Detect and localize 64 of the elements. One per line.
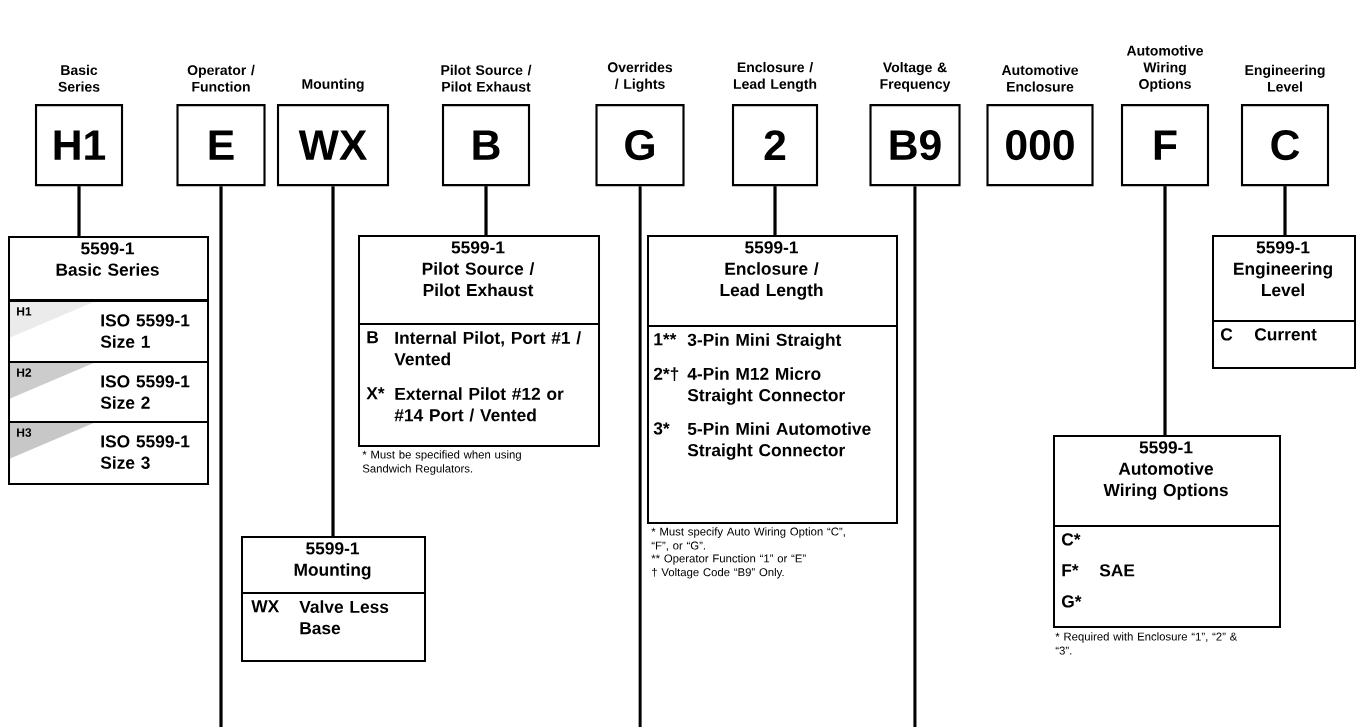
table-heading: 5599-1 Engineering Level (1234, 241, 1332, 297)
column-heading: Voltage & Frequency (880, 62, 951, 92)
option-description: ISO 5599-1 Size 2 (100, 375, 190, 409)
column-heading: Automotive Enclosure (1001, 64, 1078, 92)
option-code: WX (251, 600, 280, 613)
table-heading: 5599-1 Enclosure / Lead Length (720, 241, 823, 300)
column-heading: Pilot Source / Pilot Exhaust (441, 64, 532, 92)
column-heading: Automotive Wiring Options (1126, 45, 1203, 92)
option-code: 1** (654, 333, 677, 346)
option-code: B (367, 331, 378, 344)
connector-line (1163, 186, 1167, 435)
code-box: 000 (986, 104, 1094, 187)
table-heading: 5599-1 Basic Series (56, 242, 159, 276)
option-code: C (1221, 328, 1233, 341)
option-code: X* (366, 387, 385, 400)
option-code: C* (1062, 533, 1081, 546)
connector-line (1283, 186, 1287, 235)
code-box: B9 (869, 104, 961, 187)
column-heading: Enclosure / Lead Length (733, 61, 817, 92)
code-box: E (176, 104, 266, 187)
option-code: G* (1062, 595, 1082, 608)
connector-line (77, 186, 81, 236)
connector-line (484, 186, 488, 235)
option-code: H1 (17, 307, 32, 316)
table-heading: 5599-1 Pilot Source / Pilot Exhaust (422, 241, 535, 297)
connector-line (773, 186, 777, 235)
option-description: External Pilot #12 or #14 Port / Vented (394, 387, 564, 422)
code-box: WX (276, 104, 390, 187)
connector-line (219, 186, 223, 727)
connector-line (638, 186, 642, 727)
option-description: 5-Pin Mini Automotive Straight Connector (687, 422, 871, 460)
option-description: Valve Less Base (299, 600, 389, 635)
option-description: Internal Pilot, Port #1 / Vented (394, 331, 581, 366)
column-heading: Overrides / Lights (607, 61, 673, 92)
footnote: * Required with Enclosure “1”, “2” & “3”. (1055, 632, 1238, 655)
column-heading: Operator / Function (187, 64, 255, 92)
column-heading: Engineering Level (1245, 64, 1325, 92)
option-description: ISO 5599-1 Size 1 (100, 314, 190, 348)
option-description: 3-Pin Mini Straight (687, 333, 842, 350)
footnote: * Must be specified when using Sandwich Regulators. (362, 450, 521, 475)
option-code: 2*† (653, 367, 679, 381)
code-box: G (595, 104, 685, 187)
footnote: * Must specify Auto Wiring Option “C”, “F”, or “G”. (651, 527, 845, 551)
footnote: † Voltage Code “B9” Only. (652, 567, 784, 579)
column-heading: Basic Series (58, 64, 100, 92)
connector-line (331, 186, 335, 536)
code-box: 2 (731, 104, 819, 187)
option-code: H3 (17, 428, 32, 437)
code-box: F (1120, 104, 1210, 187)
table-heading: 5599-1 Automotive Wiring Options (1103, 441, 1228, 500)
option-description: 4-Pin M12 Micro Straight Connector (687, 367, 845, 405)
option-code: H2 (17, 368, 32, 377)
table-heading: 5599-1 Mounting (294, 542, 371, 580)
option-description: Current (1255, 328, 1317, 341)
option-description: SAE (1099, 564, 1135, 577)
connector-line (913, 186, 917, 727)
option-code: F* (1062, 564, 1079, 577)
code-box: C (1240, 104, 1330, 187)
footnote: ** Operator Function “1” or “E” (651, 554, 806, 565)
column-heading: Mounting (302, 78, 364, 92)
code-box: H1 (34, 104, 124, 187)
option-code: 3* (653, 422, 670, 435)
code-box: B (441, 104, 531, 187)
option-description: ISO 5599-1 Size 3 (100, 435, 190, 469)
